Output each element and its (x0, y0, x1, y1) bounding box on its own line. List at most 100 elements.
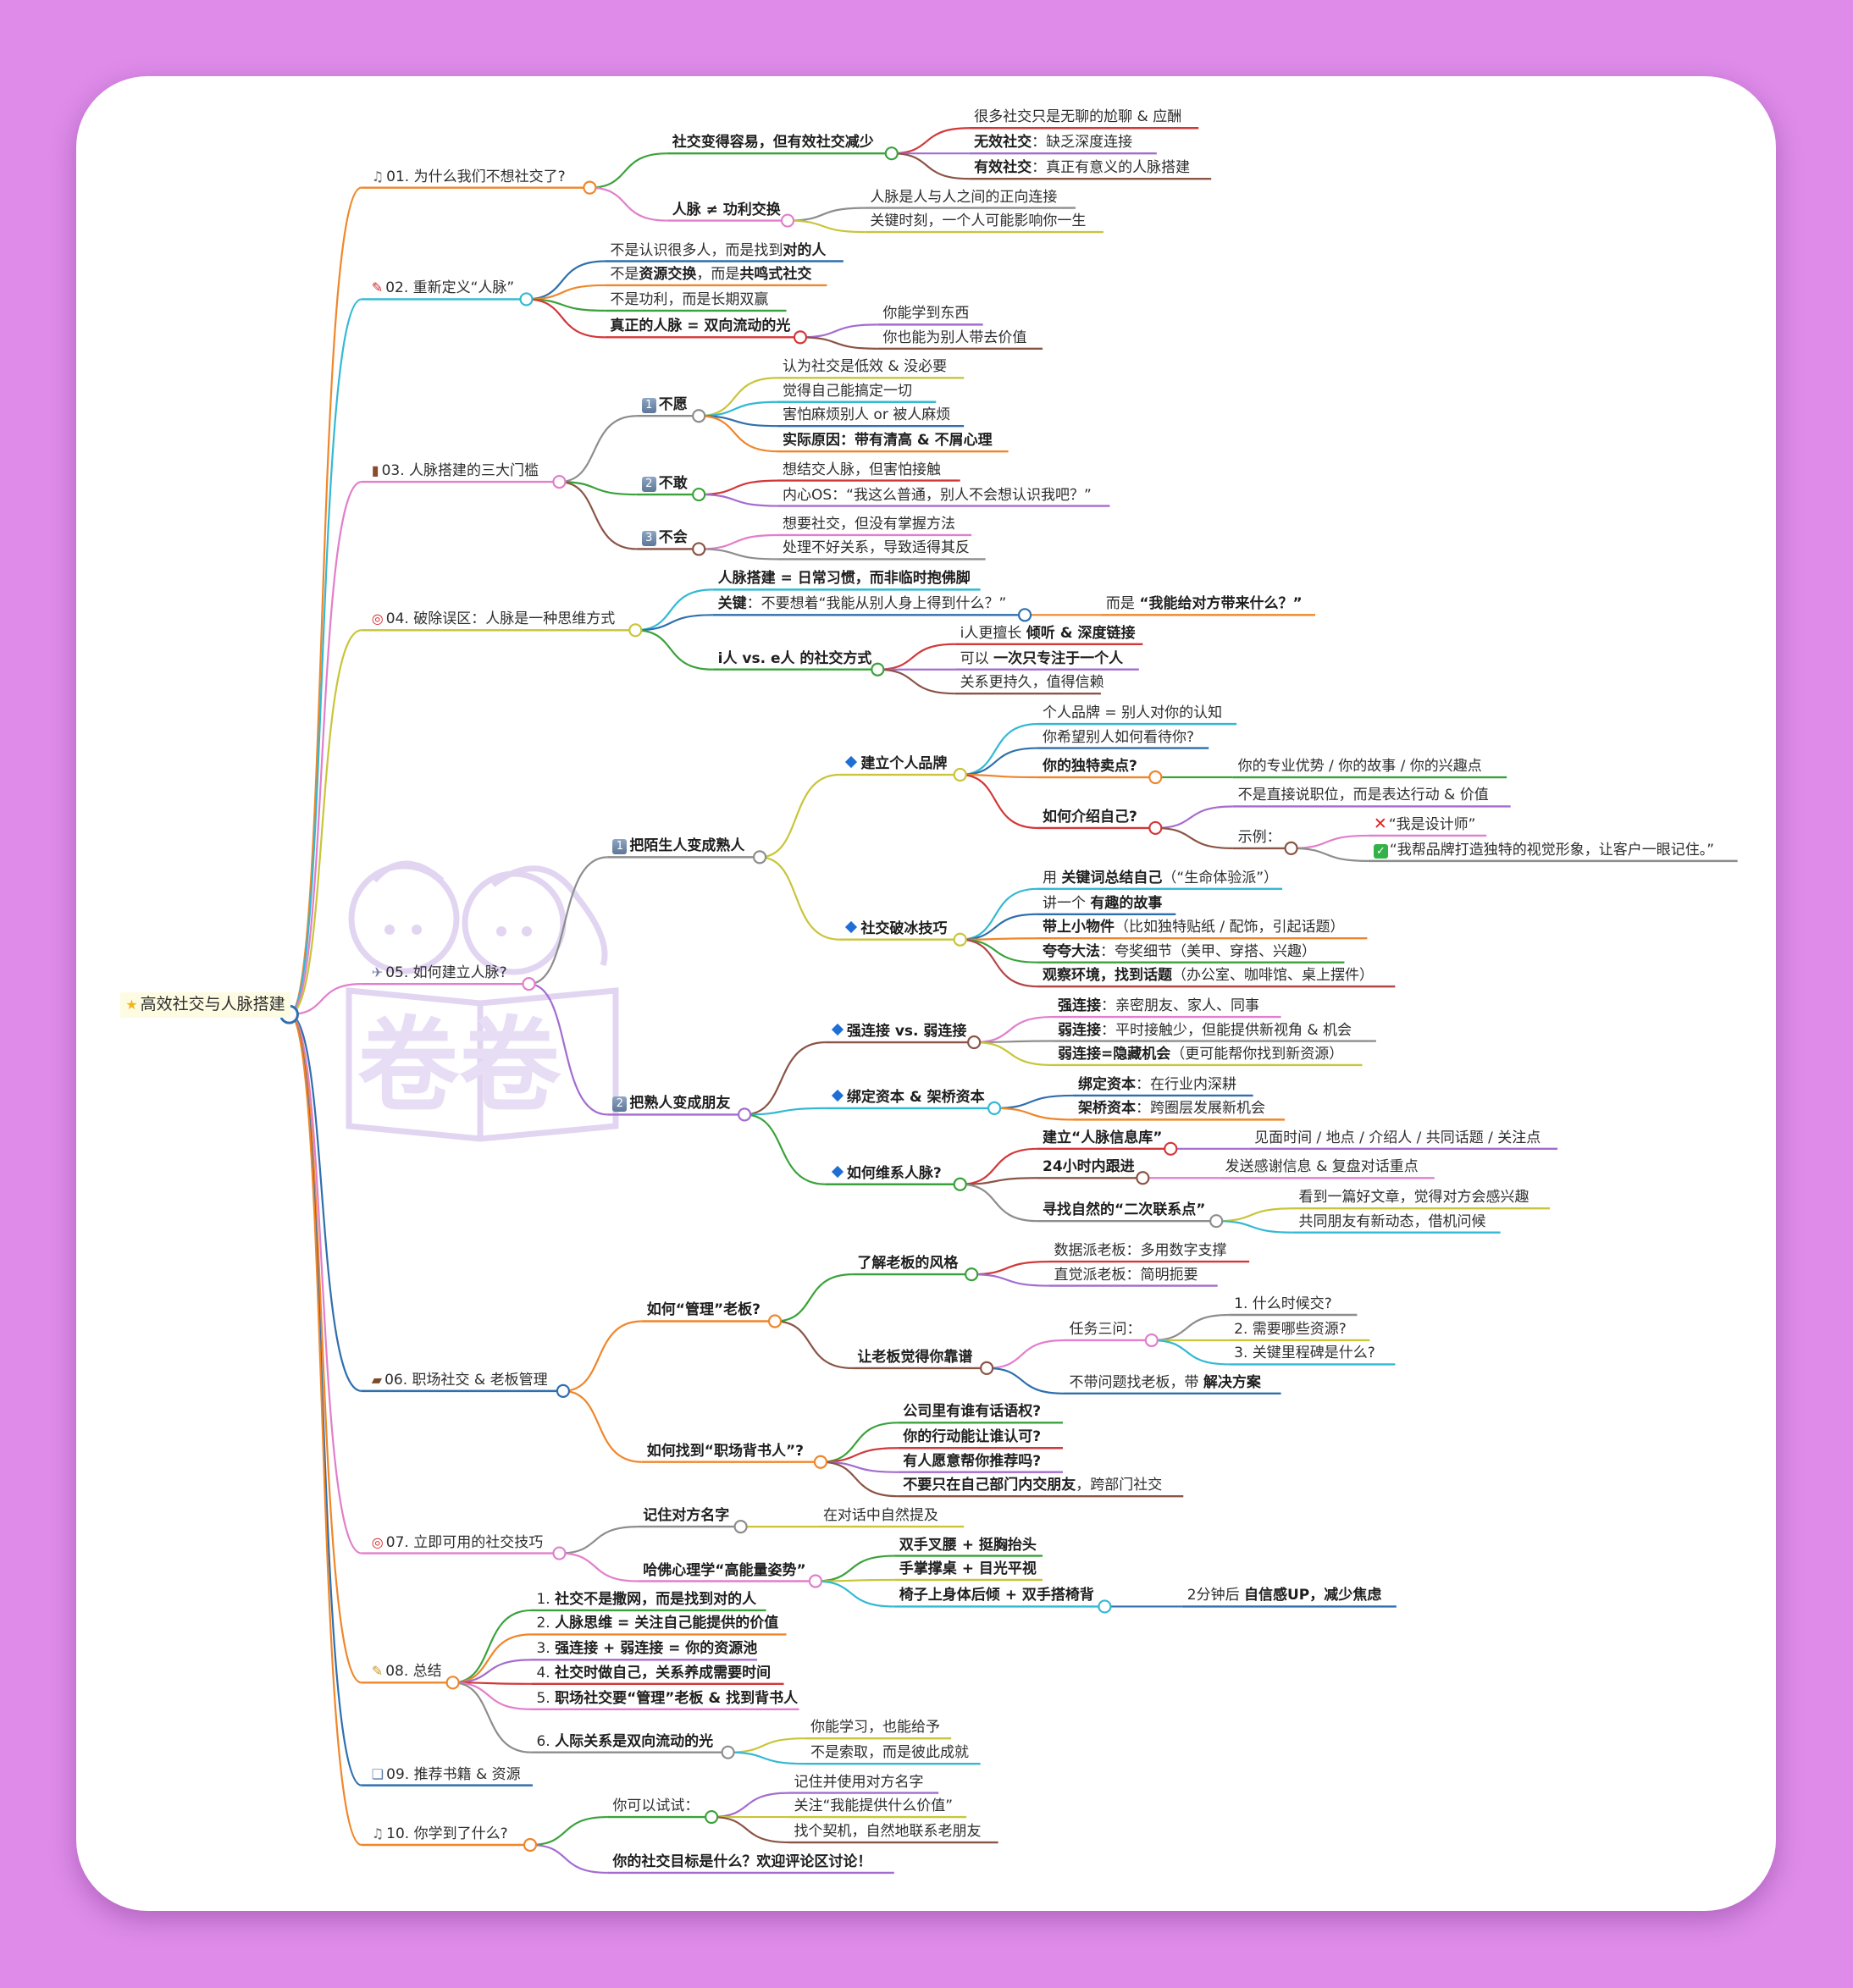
subtopic[interactable]: 弱连接=隐藏机会（更可能帮你找到新资源） (1058, 1046, 1343, 1065)
subtopic[interactable]: 如何维系人脉? (831, 1165, 942, 1185)
subtopic[interactable]: 社交破冰技巧 (844, 920, 947, 940)
collapse-toggle[interactable] (519, 292, 534, 306)
subtopic[interactable]: 如何“管理”老板? (647, 1301, 761, 1321)
subtopic[interactable]: 直觉派老板：简明扼要 (1054, 1267, 1198, 1286)
subtopic[interactable]: 建立个人品牌 (844, 755, 947, 775)
root-topic[interactable]: ★高效社交与人脉搭建 (120, 992, 290, 1019)
subtopic[interactable]: 想要社交，但没有掌握方法 (783, 516, 955, 535)
collapse-toggle[interactable] (1017, 608, 1032, 622)
collapse-toggle[interactable] (987, 1101, 1002, 1116)
subtopic[interactable]: 用 关键词总结自己（“生命体验派”） (1043, 870, 1278, 889)
subtopic[interactable]: 强连接 vs. 弱连接 (831, 1023, 966, 1042)
collapse-toggle[interactable] (780, 213, 795, 228)
subtopic[interactable]: 绑定资本 & 架桥资本 (831, 1089, 985, 1108)
collapse-toggle[interactable] (705, 1809, 719, 1825)
subtopic[interactable]: 见面时间 / 地点 / 介绍人 / 共同话题 / 关注点 (1254, 1129, 1540, 1149)
subtopic[interactable]: 架桥资本：跨圈层发展新机会 (1078, 1100, 1265, 1119)
main-topic[interactable]: ◎07. 立即可用的社交技巧 (372, 1534, 543, 1554)
collapse-toggle[interactable] (737, 1107, 752, 1122)
collapse-toggle[interactable] (445, 1676, 460, 1690)
subtopic[interactable]: 建立“人脉信息库” (1043, 1129, 1162, 1149)
main-topic[interactable]: ◎04. 破除误区：人脉是一种思维方式 (372, 610, 615, 630)
subtopic[interactable]: 你的社交目标是什么？欢迎评论区讨论！ (612, 1853, 871, 1873)
subtopic[interactable]: 2分钟后 自信感UP，减少焦虑 (1187, 1587, 1382, 1606)
subtopic[interactable]: 共同朋友有新动态，借机问候 (1299, 1213, 1486, 1233)
main-topic[interactable]: ▰06. 职场社交 & 老板管理 (372, 1372, 548, 1391)
subtopic[interactable]: 不是直接说职位，而是表达行动 & 价值 (1238, 787, 1489, 806)
collapse-toggle[interactable] (552, 1546, 567, 1560)
subtopic[interactable]: 观察环境，找到话题（办公室、咖啡馆、桌上摆件） (1043, 967, 1374, 986)
subtopic[interactable]: 双手叉腰 + 挺胸抬头 (899, 1537, 1037, 1556)
subtopic[interactable]: 公司里有谁有话语权? (903, 1403, 1041, 1422)
collapse-toggle[interactable] (692, 487, 706, 502)
subtopic[interactable]: 示例： (1238, 829, 1281, 848)
subtopic[interactable]: 你的专业优势 / 你的故事 / 你的兴趣点 (1238, 758, 1482, 777)
subtopic[interactable]: 2. 需要哪些资源? (1234, 1321, 1347, 1340)
subtopic[interactable]: 弱连接：平时接触少，但能提供新视角 & 机会 (1058, 1022, 1352, 1041)
subtopic[interactable]: 处理不好关系，导致适得其反 (783, 539, 970, 559)
collapse-toggle[interactable] (953, 932, 967, 947)
subtopic[interactable]: 了解老板的风格 (857, 1255, 958, 1274)
collapse-toggle[interactable] (953, 767, 967, 782)
main-topic[interactable]: ✈05. 如何建立人脉? (372, 964, 507, 984)
collapse-toggle[interactable] (884, 146, 899, 161)
subtopic[interactable]: 真正的人脉 = 双向流动的光 (610, 318, 790, 337)
subtopic[interactable]: 找个契机，自然地联系老朋友 (794, 1823, 981, 1842)
subtopic[interactable]: 不是资源交换，而是共鸣式社交 (610, 266, 811, 285)
subtopic[interactable]: 人脉 ≠ 功利交换 (672, 202, 781, 221)
subtopic[interactable]: 个人品牌 = 别人对你的认知 (1043, 704, 1222, 724)
main-topic[interactable]: ♫01. 为什么我们不想社交了? (372, 168, 566, 188)
collapse-toggle[interactable] (556, 1383, 571, 1398)
collapse-toggle[interactable] (793, 330, 808, 345)
subtopic[interactable]: 社交变得容易，但有效社交减少 (672, 134, 874, 153)
collapse-toggle[interactable] (692, 542, 706, 556)
subtopic[interactable]: 实际原因：带有清高 & 不屑心理 (783, 432, 993, 451)
collapse-toggle[interactable] (980, 1361, 994, 1376)
subtopic[interactable]: 你能学到东西 (882, 305, 969, 324)
subtopic[interactable]: 带上小物件（比如独特贴纸 / 配饰，引起话题） (1043, 919, 1345, 938)
subtopic[interactable]: 人脉搭建 = 日常习惯，而非临时抱佛脚 (718, 570, 971, 589)
subtopic[interactable]: 很多社交只是无聊的尬聊 & 应酬 (974, 108, 1181, 128)
subtopic[interactable]: 5. 职场社交要“管理”老板 & 找到背书人 (536, 1690, 798, 1709)
subtopic[interactable]: 不带问题找老板，带 解决方案 (1069, 1374, 1260, 1394)
subtopic[interactable]: 你的独特卖点? (1043, 758, 1137, 777)
collapse-toggle[interactable] (1284, 841, 1298, 855)
subtopic[interactable]: 1. 什么时候交? (1234, 1295, 1332, 1315)
collapse-toggle[interactable] (965, 1267, 979, 1282)
collapse-toggle[interactable] (1098, 1599, 1112, 1614)
subtopic[interactable]: 你希望别人如何看待你? (1043, 729, 1194, 748)
main-topic[interactable]: ✎02. 重新定义“人脉” (372, 279, 514, 299)
main-topic[interactable]: ♫10. 你学到了什么? (372, 1825, 508, 1845)
subtopic[interactable]: 你也能为别人带去价值 (882, 329, 1026, 349)
subtopic[interactable]: 可以 一次只专注于一个人 (960, 650, 1123, 670)
collapse-toggle[interactable] (523, 1837, 538, 1853)
main-topic[interactable]: ✎08. 总结 (372, 1663, 442, 1682)
subtopic[interactable]: 手掌撑桌 + 目光平视 (899, 1560, 1037, 1580)
subtopic[interactable]: 不是功利，而是长期双赢 (610, 291, 768, 311)
subtopic[interactable]: 椅子上身体后倾 + 双手搭椅背 (899, 1587, 1094, 1606)
subtopic[interactable]: 看到一篇好文章，觉得对方会感兴趣 (1299, 1189, 1529, 1208)
collapse-toggle[interactable] (967, 1035, 982, 1050)
main-topic[interactable]: ❏09. 推荐书籍 & 资源 (372, 1766, 521, 1786)
collapse-toggle[interactable] (692, 409, 706, 423)
collapse-toggle[interactable] (733, 1520, 748, 1534)
subtopic[interactable]: 不要只在自己部门内交朋友，跨部门社交 (903, 1477, 1162, 1496)
subtopic[interactable]: 24小时内跟进 (1043, 1158, 1135, 1178)
subtopic[interactable]: 记住对方名字 (643, 1507, 729, 1527)
subtopic[interactable]: 在对话中自然提及 (823, 1507, 938, 1527)
subtopic[interactable]: 认为社交是低效 & 没必要 (783, 358, 947, 378)
subtopic[interactable]: 无效社交：缺乏深度连接 (974, 134, 1132, 153)
subtopic[interactable]: 1. 社交不是撒网，而是找到对的人 (536, 1591, 756, 1610)
subtopic[interactable]: 关键：不要想着“我能从别人身上得到什么？” (718, 595, 1007, 615)
subtopic[interactable]: 关注“我能提供什么价值” (794, 1797, 953, 1817)
subtopic[interactable]: 人脉是人与人之间的正向连接 (870, 189, 1057, 208)
subtopic[interactable]: 有效社交：真正有意义的人脉搭建 (974, 159, 1190, 179)
collapse-toggle[interactable] (1209, 1214, 1224, 1229)
subtopic[interactable]: 想结交人脉，但害怕接触 (783, 461, 941, 481)
subtopic[interactable]: 6. 人际关系是双向流动的光 (536, 1733, 713, 1753)
